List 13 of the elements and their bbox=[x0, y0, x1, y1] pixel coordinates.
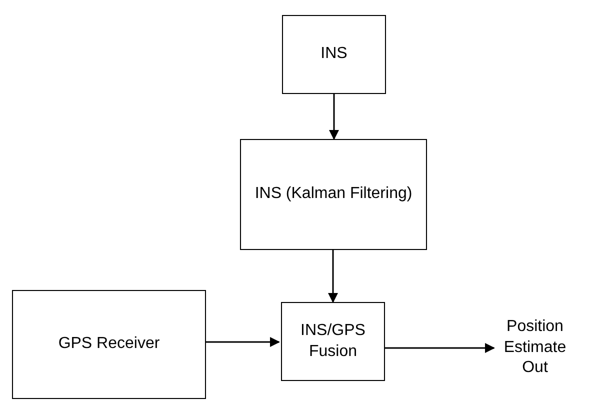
box-label: INS (Kalman Filtering) bbox=[254, 184, 412, 204]
process-box bbox=[281, 302, 385, 381]
box-label: GPS Receiver bbox=[58, 334, 160, 354]
arrow bbox=[206, 337, 280, 347]
process-box bbox=[12, 290, 206, 399]
box-label: INS bbox=[320, 44, 348, 64]
arrow bbox=[329, 94, 339, 140]
arrow bbox=[328, 250, 338, 303]
box-label: INS/GPS Fusion bbox=[300, 320, 366, 362]
process-box bbox=[240, 139, 427, 250]
arrow bbox=[385, 343, 495, 353]
process-box bbox=[282, 15, 386, 94]
output-label: Position Estimate Out bbox=[496, 314, 574, 382]
